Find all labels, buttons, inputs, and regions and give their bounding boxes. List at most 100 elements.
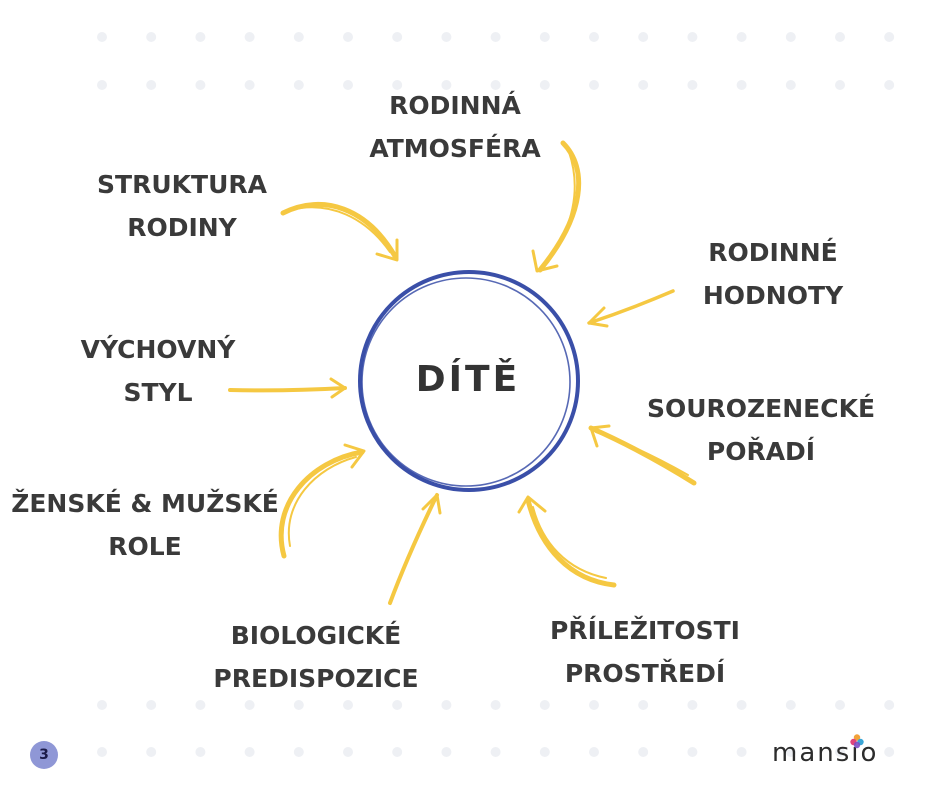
grid-dot <box>441 700 452 710</box>
grid-dot <box>785 700 796 710</box>
grid-dot <box>539 700 550 710</box>
factor-line: ATMOSFÉRA <box>369 134 541 163</box>
arrow-vychovny-styl <box>228 377 347 399</box>
factor-line: SOUROZENECKÉ <box>646 394 876 423</box>
grid-dot <box>785 80 796 90</box>
factor-biologicke-predispozice: BIOLOGICKÉ PREDISPOZICE <box>196 614 436 700</box>
grid-dot <box>835 32 845 42</box>
factor-line: RODINNÉ <box>708 238 838 267</box>
factor-line: PROSTŘEDÍ <box>564 659 726 688</box>
factor-line: POŘADÍ <box>706 437 816 466</box>
grid-dot <box>884 80 895 90</box>
grid-dot <box>687 700 698 710</box>
arrow-struktura-rodiny <box>280 201 399 262</box>
grid-dot <box>97 80 107 90</box>
grid-dot <box>835 700 845 710</box>
grid-dot <box>392 747 403 757</box>
grid-dot <box>638 747 649 757</box>
grid-dot <box>736 747 747 757</box>
grid-dot <box>539 747 550 757</box>
factor-struktura-rodiny: STRUKTURA RODINY <box>82 163 282 249</box>
factor-line: ROLE <box>108 532 182 561</box>
page-number-badge: 3 <box>30 741 58 769</box>
grid-dot <box>884 32 895 42</box>
grid-dot <box>638 700 649 710</box>
arrow-prilezitosti-prostredi <box>517 495 617 588</box>
grid-dot <box>539 80 550 90</box>
grid-dot <box>146 700 157 710</box>
grid-dot <box>244 747 255 757</box>
factor-line: STRUKTURA <box>97 170 267 199</box>
grid-dot <box>244 700 255 710</box>
grid-dot <box>343 747 353 757</box>
factor-line: BIOLOGICKÉ <box>230 621 402 650</box>
grid-dot <box>97 32 107 42</box>
factor-line: VÝCHOVNÝ <box>80 335 236 364</box>
factor-line: PŘÍLEŽITOSTI <box>550 616 740 645</box>
grid-dot <box>687 747 698 757</box>
factor-line: PREDISPOZICE <box>213 664 419 693</box>
grid-dot <box>293 80 304 90</box>
grid-dot <box>441 747 452 757</box>
grid-dot <box>343 80 353 90</box>
grid-dot <box>195 700 206 710</box>
grid-dot <box>343 32 353 42</box>
grid-dot <box>539 32 550 42</box>
grid-dot <box>244 32 255 42</box>
factor-rodinna-atmosfera: RODINNÁ ATMOSFÉRA <box>350 84 560 170</box>
grid-dot <box>146 747 157 757</box>
grid-dot <box>687 32 698 42</box>
grid-dot <box>638 32 649 42</box>
grid-dot <box>785 747 796 757</box>
grid-dot <box>736 32 747 42</box>
grid-dot <box>589 747 599 757</box>
grid-dot <box>293 747 304 757</box>
grid-dot <box>490 700 501 710</box>
grid-dot <box>490 80 501 90</box>
grid-dot <box>343 700 353 710</box>
grid-dot <box>244 80 255 90</box>
grid-dot <box>441 32 452 42</box>
grid-dot <box>884 700 895 710</box>
grid-dot <box>687 80 698 90</box>
arrow-zenske-muzske-role <box>278 443 366 559</box>
grid-dot <box>97 700 107 710</box>
grid-dot <box>195 747 206 757</box>
grid-dot <box>835 80 845 90</box>
grid-dot <box>638 80 649 90</box>
center-circle <box>358 270 580 492</box>
grid-dot <box>589 32 599 42</box>
arrow-biologicke-predispozice <box>388 493 442 605</box>
arrow-rodinne-hodnoty <box>587 289 675 328</box>
flower-icon <box>850 734 864 749</box>
grid-dot <box>392 80 403 90</box>
grid-dot <box>392 700 403 710</box>
grid-dot <box>785 32 796 42</box>
grid-dot <box>589 80 599 90</box>
center-label: DÍTĚ <box>415 359 521 400</box>
factor-line: STYL <box>123 378 193 407</box>
factor-sourozenecke-poradi: SOUROZENECKÉ POŘADÍ <box>636 387 886 473</box>
mansio-logo: mansio <box>770 730 890 774</box>
grid-dot <box>146 80 157 90</box>
grid-dot <box>146 32 157 42</box>
arrow-sourozenecke-poradi <box>588 424 697 486</box>
grid-dot <box>835 747 845 757</box>
grid-dot <box>736 700 747 710</box>
factor-zenske-muzske-role: ŽENSKÉ & MUŽSKÉ ROLE <box>10 482 280 568</box>
factor-line: RODINNÁ <box>389 91 521 120</box>
factor-line: RODINY <box>127 213 237 242</box>
grid-dot <box>884 747 895 757</box>
grid-dot <box>293 700 304 710</box>
factor-vychovny-styl: VÝCHOVNÝ STYL <box>63 328 253 414</box>
factor-rodinne-hodnoty: RODINNÉ HODNOTY <box>673 231 873 317</box>
factor-line: HODNOTY <box>702 281 844 310</box>
grid-dot <box>392 32 403 42</box>
factor-line: ŽENSKÉ & MUŽSKÉ <box>11 489 279 518</box>
factor-prilezitosti-prostredi: PŘÍLEŽITOSTI PROSTŘEDÍ <box>530 609 760 695</box>
grid-dot <box>195 32 206 42</box>
dot-grid-background <box>97 32 895 757</box>
grid-dot <box>97 747 107 757</box>
